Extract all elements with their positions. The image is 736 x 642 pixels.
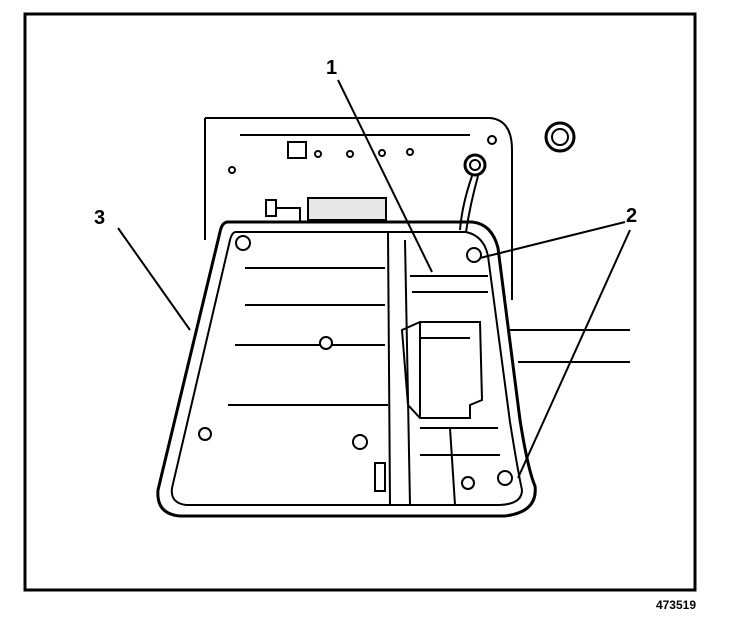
drain-slot — [374, 462, 386, 492]
diagram-border — [23, 12, 697, 592]
leader-line-1 — [337, 79, 433, 273]
bolt-icon — [461, 476, 475, 490]
pan-gasket-outline — [156, 220, 537, 518]
background-housing — [204, 117, 630, 363]
pan-internal-ribs — [228, 231, 500, 506]
callout-3: 3 — [94, 207, 105, 229]
figure-id: 473519 — [655, 598, 696, 612]
leader-line-2a — [479, 221, 626, 259]
wiring-harness — [459, 153, 487, 233]
bolt-icon — [466, 247, 482, 263]
pan-bolts — [198, 235, 513, 490]
leader-line-2b — [517, 229, 631, 479]
bolt-icon — [319, 336, 333, 350]
callout-1: 1 — [326, 57, 337, 79]
leader-line-3 — [117, 227, 191, 331]
valve-body-box — [400, 321, 484, 419]
pan-gasket-inner — [170, 231, 524, 506]
leader-lines — [117, 79, 631, 479]
bolt-icon — [352, 434, 368, 450]
connector-block — [265, 197, 387, 222]
bolt-icon — [235, 235, 251, 251]
bolt-icon — [198, 427, 212, 441]
bolt-icon — [497, 470, 513, 486]
callout-2: 2 — [626, 205, 637, 227]
